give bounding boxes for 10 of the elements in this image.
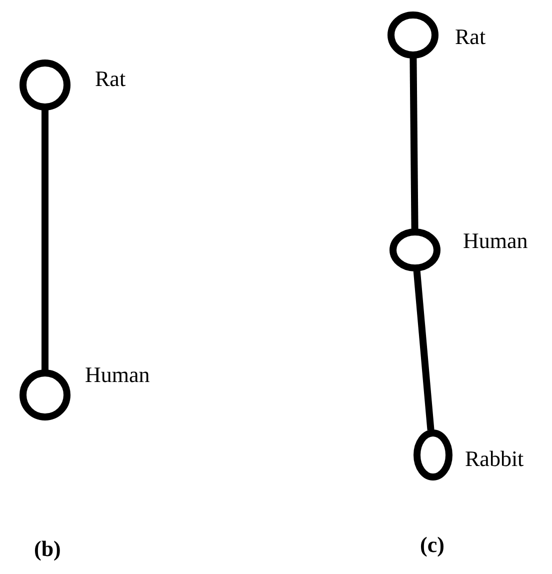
node-label: Rat — [95, 66, 126, 92]
node-label: Rat — [455, 24, 486, 50]
panel-label: (b) — [34, 536, 61, 562]
node-label: Rabbit — [465, 446, 524, 472]
node-label: Human — [85, 362, 150, 388]
connector-line — [410, 58, 418, 230]
panel-label: (c) — [420, 532, 444, 558]
connector-line — [413, 270, 434, 430]
node-label: Human — [463, 228, 528, 254]
connector-line — [42, 110, 48, 370]
